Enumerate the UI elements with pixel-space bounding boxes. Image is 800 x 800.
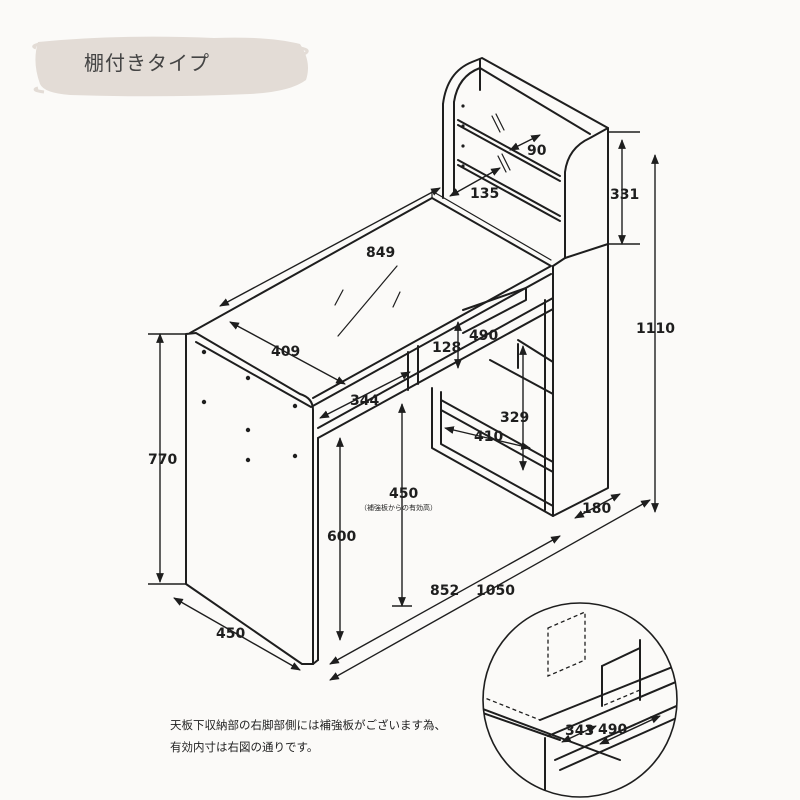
- dim-410: 410: [474, 429, 503, 445]
- dim-135: 135: [470, 186, 499, 202]
- detail-dim-490: 490: [598, 722, 627, 738]
- dim-600: 600: [327, 529, 356, 545]
- desk-outline: [185, 57, 609, 665]
- title-badge: 棚付きタイプ: [32, 36, 309, 97]
- dimension-lines: [148, 131, 659, 681]
- right-cabinet: [552, 243, 609, 517]
- dim-90: 90: [527, 143, 547, 159]
- dim-450-height: 450: [389, 486, 418, 502]
- page-title: 棚付きタイプ: [84, 51, 210, 75]
- dim-331: 331: [610, 187, 639, 203]
- dim-128: 128: [432, 340, 461, 356]
- dim-490: 490: [469, 328, 498, 344]
- dim-450-height-note: （補強板からの有効高）: [360, 503, 437, 512]
- dim-770: 770: [148, 452, 177, 468]
- dim-329: 329: [500, 410, 529, 426]
- detail-view: 343 490: [482, 602, 678, 798]
- note-line-2: 有効内寸は右図の通りです。: [170, 740, 318, 754]
- upper-shelf-unit: [442, 57, 609, 259]
- dim-1110: 1110: [636, 321, 675, 337]
- dim-344: 344: [350, 393, 379, 409]
- dim-409: 409: [271, 344, 300, 360]
- note: 天板下収納部の右脚部側には補強板がございます為、 有効内寸は右図の通りです。: [170, 718, 446, 754]
- dim-852: 852: [430, 583, 459, 599]
- dim-849: 849: [366, 245, 395, 261]
- note-line-1: 天板下収納部の右脚部側には補強板がございます為、: [170, 718, 446, 732]
- left-side-panel: [185, 332, 314, 665]
- dim-1050: 1050: [476, 583, 515, 599]
- detail-dim-343: 343: [565, 723, 594, 739]
- dimension-labels: 90 135 331 849 1110 409 128 490 344 329 …: [148, 143, 675, 642]
- dim-180: 180: [582, 501, 611, 517]
- dim-450-depth: 450: [216, 626, 245, 642]
